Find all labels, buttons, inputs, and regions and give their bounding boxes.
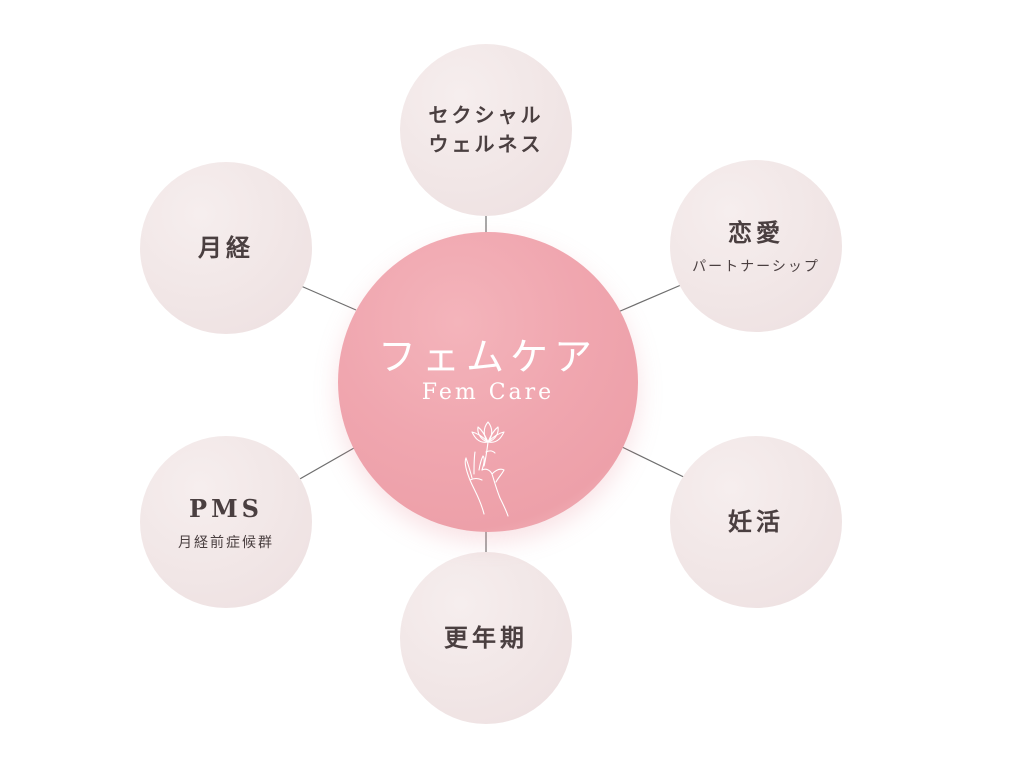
topic-label: 更年期 <box>444 622 528 652</box>
lotus-hand-icon <box>464 421 509 517</box>
topic-label: セクシャル ウェルネス <box>428 103 544 156</box>
topic-romance-partnership: 恋愛 パートナーシップ <box>670 160 842 332</box>
topic-label: PMS <box>189 493 263 523</box>
topic-pms: PMS 月経前症候群 <box>140 436 312 608</box>
topic-label: 恋愛 <box>728 217 784 247</box>
connector-bottom-right <box>619 445 695 483</box>
center-subtitle: Fem Care <box>421 380 555 405</box>
topic-menstruation: 月経 <box>140 162 312 334</box>
topic-menopause: 更年期 <box>400 552 572 724</box>
topic-label: 月経 <box>198 232 254 262</box>
center-circle: フェムケア Fem Care <box>338 232 638 532</box>
center-title: フェムケア <box>377 335 598 379</box>
topic-fertility: 妊活 <box>670 436 842 608</box>
topic-sexual-wellness: セクシャル ウェルネス <box>400 44 572 216</box>
topic-sublabel: パートナーシップ <box>692 259 820 276</box>
connector-top-right <box>617 281 689 313</box>
topic-label: 妊活 <box>728 506 784 536</box>
topic-sublabel: 月経前症候群 <box>178 535 274 552</box>
